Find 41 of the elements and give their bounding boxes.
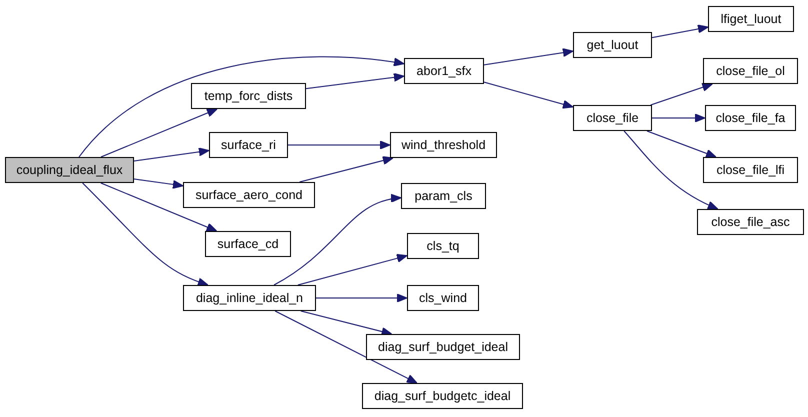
arrow [646,130,716,158]
arrow [274,310,418,384]
arrow [100,108,218,158]
arrow [82,182,208,286]
function-box: surface_cd [205,231,291,257]
function-box: diag_surf_budgetc_ideal [362,383,523,409]
arrow [316,294,408,302]
function-box: diag_surf_budget_ideal [366,334,520,360]
function-box: close_file_asc [697,209,804,235]
function-box: temp_forc_dists [191,83,306,109]
function-box: close_file_lfi [703,157,798,183]
function-box: cls_tq [407,233,479,259]
arrow [652,114,706,122]
function-box: cls_wind [407,285,479,311]
arrow [297,254,408,286]
arrow [306,72,404,90]
arrow [299,156,394,182]
arrow [274,194,402,286]
function-box: abor1_sfx [404,58,484,84]
function-box: diag_inline_ideal_n [183,285,316,311]
function-box: close_file_ol [703,58,798,84]
arrow [300,310,392,336]
function-box: param_cls [401,183,486,209]
function-box: lfiget_luout [708,6,794,32]
function-box: get_luout [573,32,652,58]
arrow [650,82,713,106]
function-box: surface_aero_cond [183,182,315,208]
arrow [78,56,404,158]
function-box: close_file_fa [705,105,796,131]
arrow [484,82,574,109]
arrow [134,147,210,162]
arrow [484,48,574,66]
function-box: wind_threshold [390,132,497,158]
arrow [652,24,708,38]
function-box: surface_ri [209,132,288,158]
arrow [288,140,390,150]
function-box: close_file [573,105,652,131]
arrow [624,130,718,210]
arrow [100,182,218,232]
function-box: coupling_ideal_flux [5,157,134,183]
arrow [134,178,184,189]
